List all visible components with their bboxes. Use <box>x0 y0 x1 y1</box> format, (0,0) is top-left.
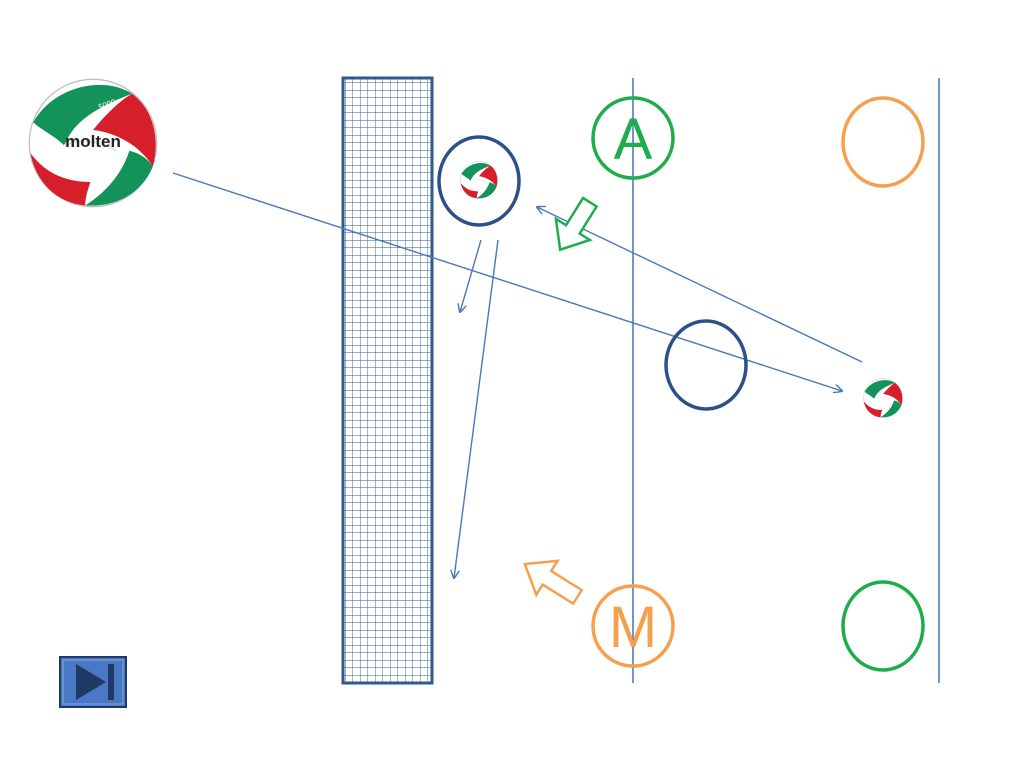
move-arrow-orange-icon <box>523 559 584 606</box>
player-m: M <box>591 584 675 668</box>
player-circle-green-back <box>841 580 925 672</box>
pass-trajectory-arrow <box>537 207 863 363</box>
serve-trajectory-arrow <box>172 172 842 391</box>
served-ball-icon <box>863 378 903 418</box>
skip-forward-icon <box>76 664 114 700</box>
player-circle-orange-back <box>841 96 925 188</box>
player-circle-navy-middle <box>664 319 748 411</box>
short-attack-arrow <box>460 239 482 312</box>
volleyball-net <box>341 76 434 685</box>
ball-model-label: FIV3 <box>80 162 99 172</box>
long-attack-arrow <box>454 239 499 578</box>
player-m-label: M <box>609 595 657 660</box>
player-a: A <box>591 96 675 180</box>
ball-brand-label: molten <box>65 132 121 151</box>
move-arrow-green-icon <box>554 196 599 252</box>
setter-ball-icon <box>460 161 498 199</box>
next-slide-button[interactable] <box>59 656 127 708</box>
player-circle-navy-setter <box>437 135 521 227</box>
volleyball-icon: molten FIV3 5000 <box>28 78 158 208</box>
player-a-label: A <box>614 107 653 172</box>
